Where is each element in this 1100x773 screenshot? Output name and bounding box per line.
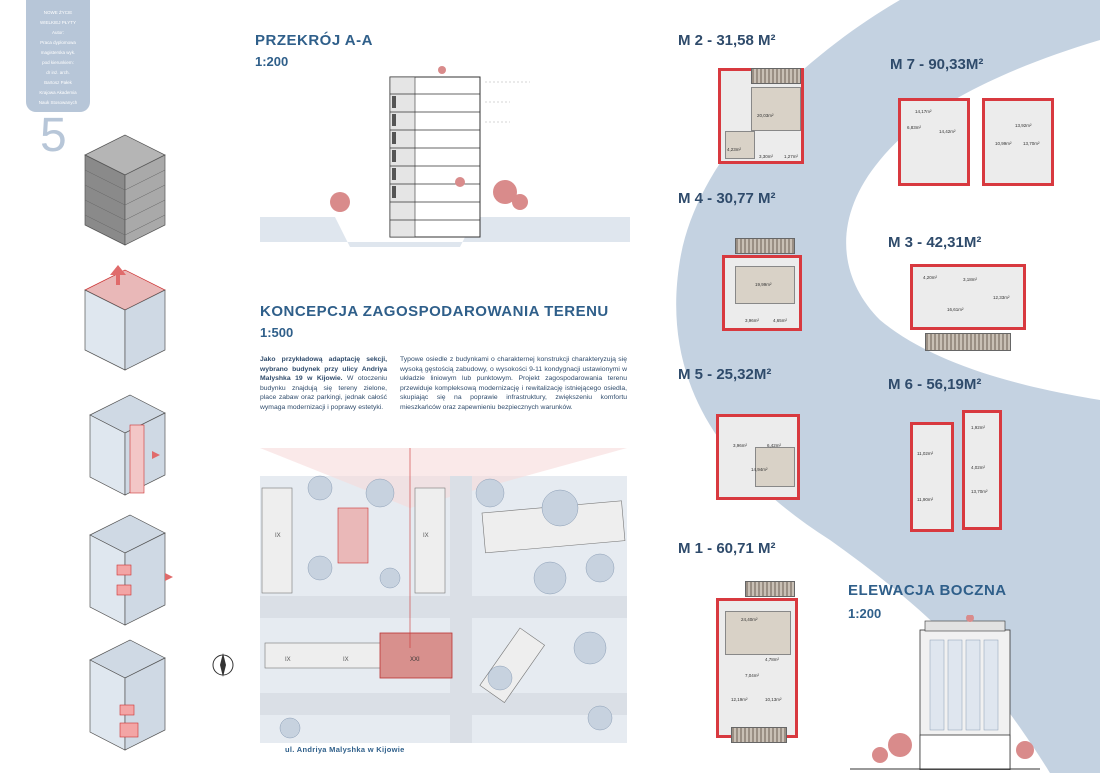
axonometric-diagrams	[84, 134, 173, 751]
site-plan-title: KONCEPCJA ZAGOSPODAROWANIA TERENU	[260, 303, 609, 320]
room-area: 4,20m²	[923, 275, 938, 280]
room-area: 3,30m²	[759, 154, 774, 159]
unit-m7-label: M 7 - 90,33M²	[878, 54, 983, 76]
unit-m5-label: M 5 - 25,32M²	[666, 364, 771, 386]
axo-facade-addition	[89, 394, 166, 496]
room-area: 13,92m²	[1015, 123, 1032, 128]
site-plan-map	[260, 448, 627, 743]
room-area: 11,90m²	[917, 497, 934, 502]
tag-line: Bartosz Pałek	[44, 80, 72, 85]
unit-m3-label: M 3 - 42,31M²	[876, 232, 981, 254]
floor-plan-m5: 3,96m² 6,42m² 14,94m²	[716, 414, 800, 500]
room-area: 7,04m²	[745, 673, 760, 678]
tag-line: WIELKIEJ PŁYTY	[39, 20, 76, 25]
site-plan-description-right: Typowe osiedle z budynkami o charakterne…	[400, 356, 627, 411]
axo-roof-addition	[84, 265, 166, 371]
block-label: XXI	[410, 657, 420, 663]
tag-line: Krajowa Akademia	[39, 90, 77, 95]
street-label: ul. Andriya Malyshka w Kijowie	[285, 745, 405, 754]
room-area: 4,02m²	[971, 465, 986, 470]
north-arrow-icon	[212, 653, 234, 677]
elevation-drawing	[850, 615, 1040, 770]
room-area: 14,42m²	[939, 129, 956, 134]
unit-m2-label: M 2 - 31,58 M²	[666, 30, 776, 52]
floor-plan-m7-a: 14,17m² 6,83m² 14,42m²	[898, 98, 970, 186]
floor-plan-m6-b: 1,92m² 4,02m² 13,70m²	[962, 410, 1002, 530]
room-area: 3,96m²	[733, 443, 748, 448]
room-area: 3,96m²	[745, 318, 760, 323]
floor-plan-m3: 4,20m² 3,18m² 16,61m² 12,33m²	[910, 264, 1026, 351]
tag-line: Nauk Stosowanych	[38, 100, 78, 105]
axo-balcony-addition	[89, 514, 173, 626]
tag-line: Autor:	[51, 30, 64, 35]
room-area: 4,78m²	[765, 657, 780, 662]
elevation-scale: 1:200	[848, 606, 882, 621]
tag-line: pod kierunkiem:	[42, 60, 74, 65]
room-area: 14,17m²	[915, 109, 932, 114]
project-tag: NOWE ŻYCIE WIELKIEJ PŁYTY Autor: Praca d…	[26, 0, 90, 112]
room-area: 6,83m²	[907, 125, 922, 130]
room-area: 10,99m²	[995, 141, 1012, 146]
room-area: 10,13m²	[765, 697, 782, 702]
site-plan-description-left: Jako przykładową adaptację sekcji, wybra…	[260, 355, 387, 413]
floor-plan-m2: 20,03m² 4,23m² 3,30m² 1,27m²	[718, 68, 804, 164]
site-plan-scale: 1:500	[260, 325, 294, 340]
room-area: 3,18m²	[963, 277, 978, 282]
block-label: IX	[285, 657, 291, 663]
elevation-title: ELEWACJA BOCZNA	[848, 582, 1007, 599]
description-bold: Jako przykładową adaptację sekcji, wybra…	[260, 356, 387, 383]
room-area: 6,42m²	[767, 443, 782, 448]
room-area: 4,65m²	[773, 318, 788, 323]
tag-line: dr inż. arch.	[46, 70, 70, 75]
block-label: IX	[423, 533, 429, 539]
section-title: PRZEKRÓJ A-A	[255, 32, 373, 49]
room-area: 13,70m²	[1023, 141, 1040, 146]
section-scale: 1:200	[255, 54, 289, 69]
room-area: 11,02m²	[917, 451, 934, 456]
section-drawing	[260, 66, 630, 247]
axo-final	[89, 639, 166, 751]
room-area: 20,03m²	[757, 113, 774, 118]
block-label: IX	[275, 533, 281, 539]
room-area: 16,61m²	[947, 307, 964, 312]
unit-m1-label: M 1 - 60,71 M²	[666, 538, 776, 560]
unit-m6-label: M 6 - 56,19M²	[876, 374, 981, 396]
tag-line: NOWE ŻYCIE	[43, 10, 73, 15]
floor-plan-m7-b: 13,92m² 10,99m² 13,70m²	[982, 98, 1054, 186]
block-label: IX	[343, 657, 349, 663]
room-area: 4,23m²	[727, 147, 742, 152]
room-area: 1,27m²	[784, 154, 799, 159]
tag-line: magisterska wyk.	[40, 50, 76, 55]
room-area: 12,33m²	[993, 295, 1010, 300]
room-area: 12,19m²	[731, 697, 748, 702]
axo-existing-block	[84, 134, 166, 246]
tag-line: Praca dyplomowa	[40, 40, 76, 45]
room-area: 1,92m²	[971, 425, 986, 430]
room-area: 19,99m²	[755, 282, 772, 287]
floor-plan-m6-a: 11,02m² 11,90m²	[910, 422, 954, 532]
room-area: 13,70m²	[971, 489, 988, 494]
floor-plan-m4: 19,99m² 3,96m² 4,65m²	[722, 238, 802, 331]
floor-plan-m1: 24,40m² 4,78m² 7,04m² 12,19m² 10,13m²	[716, 581, 798, 743]
unit-m4-label: M 4 - 30,77 M²	[666, 188, 776, 210]
room-area: 24,40m²	[741, 617, 758, 622]
page-number: 5	[40, 109, 67, 162]
description-text: W otoczeniu budynku znajdują się tereny …	[260, 375, 388, 411]
room-area: 14,94m²	[751, 467, 768, 472]
